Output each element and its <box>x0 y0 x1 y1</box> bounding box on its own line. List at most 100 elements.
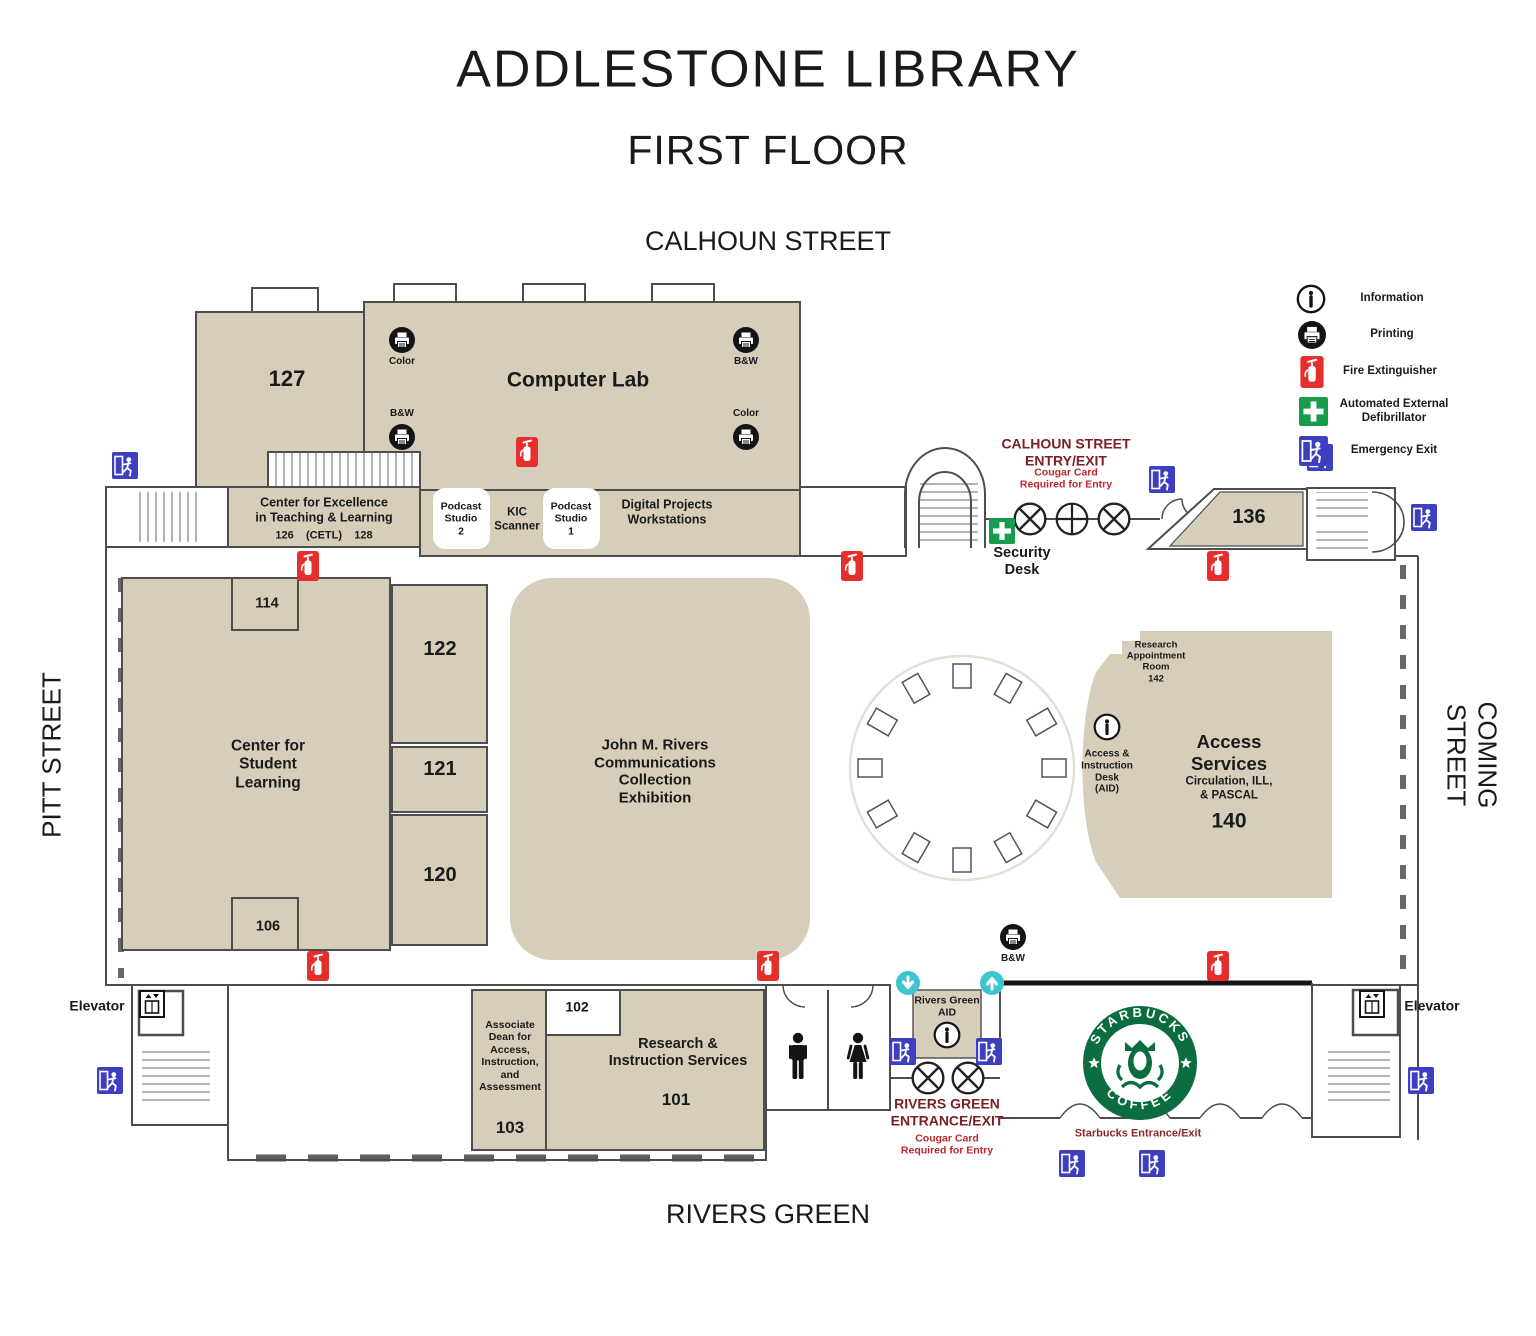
room-103-label: 103 <box>495 1117 525 1137</box>
stairs-left-wing <box>138 492 200 542</box>
starbucks-entrance-label: Starbucks Entrance/Exit <box>1074 1127 1202 1140</box>
emergency-exit-icon <box>1139 1150 1165 1177</box>
street-label-rivers-green: RIVERS GREEN <box>665 1199 871 1230</box>
stairs-southwest <box>142 1047 210 1105</box>
calhoun-entry-label: CALHOUN STREET ENTRY/EXIT <box>1001 435 1131 468</box>
information-icon <box>933 1021 961 1049</box>
emergency-exit-icon <box>1059 1150 1085 1177</box>
emergency-exit-icon <box>1408 1067 1434 1094</box>
room-102-shape <box>545 989 621 1036</box>
room-120-shape <box>391 814 488 946</box>
elevator-left-label: Elevator <box>69 997 125 1014</box>
printer-label-bw: B&W <box>390 408 414 420</box>
aed-icon <box>1299 397 1328 426</box>
legend-label: Printing <box>1370 328 1414 341</box>
cetl-label: Center for Excellence in Teaching & Lear… <box>255 495 393 524</box>
room-120-label: 120 <box>423 864 457 887</box>
fire-extinguisher-icon <box>841 551 863 581</box>
printing-icon <box>1298 321 1326 349</box>
up-arrow-icon <box>980 971 1004 995</box>
legend-label: Automated External Defibrillator <box>1339 397 1449 424</box>
room-136-label: 136 <box>1232 506 1266 529</box>
emergency-exit-icon <box>97 1067 123 1094</box>
printer-label-bw: B&W <box>734 356 758 368</box>
room-102-label: 102 <box>565 998 589 1015</box>
calhoun-cougar-card-label: Cougar Card Required for Entry <box>1019 466 1113 491</box>
stairs-southeast <box>1328 1050 1390 1105</box>
west-wall <box>105 487 132 986</box>
room-114-shape <box>231 577 299 631</box>
computer-lab-shape <box>363 301 801 491</box>
rivers-exhibition-shape <box>510 578 810 960</box>
turnstile-icon <box>1013 502 1047 536</box>
research-appointment-room-label: Research Appointment Room 142 <box>1126 639 1186 685</box>
fire-extinguisher-icon <box>1207 551 1229 581</box>
legend-item-aed: Automated External Defibrillator <box>1299 397 1460 426</box>
street-label-calhoun: CALHOUN STREET <box>644 226 892 257</box>
room-122-label: 122 <box>423 638 457 661</box>
rivers-green-entry-label: RIVERS GREEN ENTRANCE/EXIT <box>890 1095 1004 1128</box>
printing-icon <box>733 327 759 353</box>
turnstile-icon <box>1055 502 1089 536</box>
stairs-calhoun-entry <box>920 478 978 546</box>
room-106-label: 106 <box>255 918 281 935</box>
associate-dean-label: Associate Dean for Access, Instruction, … <box>479 1018 541 1093</box>
elevator-icon <box>1359 990 1385 1018</box>
information-icon <box>1093 713 1121 741</box>
rivers-green-aid-label: Rivers Green AID <box>914 994 980 1019</box>
security-desk-label: Security Desk <box>993 544 1051 578</box>
room-121-shape <box>391 746 488 813</box>
csl-shape <box>121 577 391 951</box>
legend-item-printing: Printing <box>1298 321 1458 349</box>
room-106-shape <box>231 897 299 951</box>
rivers-cougar-card-label: Cougar Card Required for Entry <box>900 1132 994 1157</box>
rotunda-circle <box>848 654 1076 882</box>
room-114-label: 114 <box>255 595 279 612</box>
access-services-sub-label: Circulation, ILL, & PASCAL <box>1185 775 1273 801</box>
printer-label-color: Color <box>732 408 760 420</box>
podcast-studio-1-shape <box>543 488 600 549</box>
information-icon <box>1296 284 1326 314</box>
stairs-under-127 <box>267 451 421 491</box>
emergency-exit-icon <box>1411 504 1437 531</box>
fire-extinguisher-icon <box>516 437 538 467</box>
legend-label: Fire Extinguisher <box>1343 365 1437 378</box>
aed-icon <box>989 518 1015 544</box>
podcast-studio-2-label: Podcast Studio 2 <box>440 500 482 538</box>
stairs-northeast <box>1316 526 1368 554</box>
street-label-coming: COMING STREET <box>1442 701 1503 816</box>
kic-scanner-label: KIC Scanner <box>494 506 540 532</box>
aid-desk-label: Access & Instruction Desk (AID) <box>1081 748 1133 795</box>
access-services-shape <box>1082 631 1332 898</box>
computer-lab-label: Computer Lab <box>506 368 650 392</box>
room-101-label: 101 <box>661 1089 691 1109</box>
starbucks-logo: STARBUCKS COFFEE <box>1083 1005 1197 1120</box>
entry-arch-inner <box>918 471 972 548</box>
legend-item-information: Information <box>1296 284 1458 314</box>
legend-item-fire-extinguisher: Fire Extinguisher <box>1300 356 1456 388</box>
research-instruction-label: Research & Instruction Services <box>608 1035 748 1069</box>
fire-extinguisher-icon <box>297 551 319 581</box>
turnstile-icon <box>911 1061 945 1095</box>
fire-extinguisher-icon <box>1300 356 1324 388</box>
fire-extinguisher-icon <box>1207 951 1229 981</box>
printing-icon <box>733 424 759 450</box>
star-icon <box>1180 1057 1192 1069</box>
building-walls <box>105 283 1419 1162</box>
cetl-room-numbers: 126 (CETL) 128 <box>275 529 373 542</box>
turnstile-icon <box>951 1061 985 1095</box>
cetl-shape <box>227 486 421 548</box>
csl-label: Center for Student Learning <box>230 737 306 792</box>
starbucks-doors <box>1059 1103 1303 1119</box>
printing-icon <box>1000 924 1026 950</box>
room-122-shape <box>391 584 488 744</box>
elevator-right-label: Elevator <box>1404 997 1460 1014</box>
printing-icon <box>389 424 415 450</box>
elevator-icon <box>139 990 165 1018</box>
rivers-exhibition-label: John M. Rivers Communications Collection… <box>594 736 716 807</box>
printer-label-color: Color <box>388 356 416 368</box>
entry-arch-outer <box>904 447 986 548</box>
page-title: ADDLESTONE LIBRARY <box>456 40 1080 99</box>
